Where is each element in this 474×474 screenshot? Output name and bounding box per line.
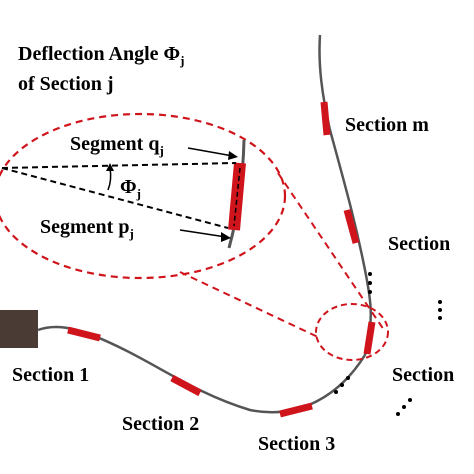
angle-line-p [1, 167, 229, 229]
angle-arc-arrow-icon [106, 163, 114, 171]
arrow-segment-p-head-icon [221, 232, 231, 242]
continuation-dots-bottom-right [396, 398, 412, 416]
segment-section1 [67, 326, 101, 342]
arrow-segment-q-head-icon [228, 151, 238, 160]
base-block [0, 310, 38, 348]
segment-section2 [170, 374, 202, 397]
cable-upper [318, 34, 373, 356]
title-line1: Deflection Angle Φj [18, 43, 184, 68]
label-section-3: Section 3 [258, 433, 335, 455]
title-line2: of Section j [18, 73, 114, 95]
label-angle-phi: Φj [120, 176, 141, 201]
label-section-right-upper: Section [388, 233, 450, 255]
angle-arc [107, 167, 112, 191]
callout-connector-top [277, 172, 385, 331]
segment-junction [363, 321, 376, 355]
label-section-right-lower: Section [392, 364, 454, 386]
callout-ellipse [0, 112, 287, 280]
label-segment-q: Segment qj [70, 133, 164, 158]
segment-sectionm-2 [343, 209, 360, 244]
continuation-dots-lower [334, 376, 350, 394]
detail-circle [315, 303, 389, 361]
label-section-m: Section m [345, 114, 429, 136]
callout-connector-bottom [179, 271, 321, 339]
angle-line-q [1, 162, 237, 169]
continuation-dots-right [368, 272, 372, 294]
segment-sectionm-1 [320, 101, 331, 136]
arrow-segment-q [187, 147, 234, 157]
label-section-2: Section 2 [122, 413, 199, 435]
continuation-dots-far-right [438, 300, 442, 320]
arrow-segment-p [179, 229, 227, 238]
label-segment-p: Segment pj [40, 216, 134, 241]
label-section-1: Section 1 [12, 364, 89, 386]
segment-section3 [279, 402, 313, 418]
zoom-segment-axis [233, 167, 241, 227]
